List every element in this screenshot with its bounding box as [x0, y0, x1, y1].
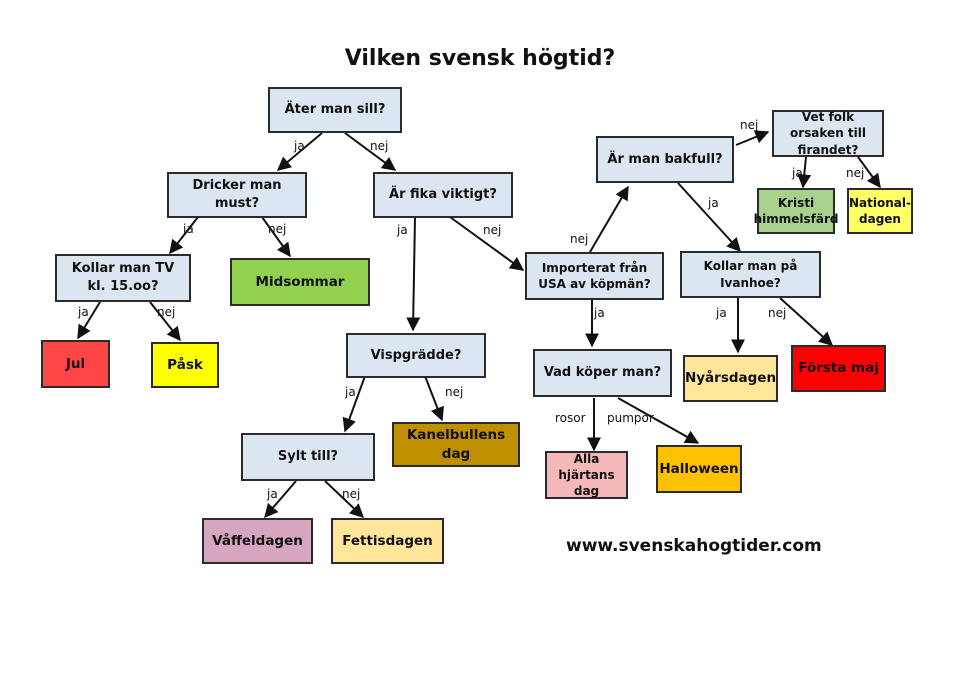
question-bakfull: Är man bakfull?: [596, 136, 734, 183]
answer-vaffeldagen: Våffeldagen: [202, 518, 313, 564]
edge-orsak-nej: [857, 156, 881, 189]
edge-bakfull-nej: [735, 130, 770, 146]
question-kollar-tv: Kollar man TV kl. 15.oo?: [55, 254, 191, 302]
question-sylt-till: Sylt till?: [241, 433, 375, 481]
edge-ivanhoe-nej: [779, 297, 834, 346]
edge-sylt-nej: [324, 480, 365, 518]
edge-label-ja: ja: [594, 306, 605, 320]
edge-must-ja: [169, 216, 199, 255]
edge-label-ja: ja: [397, 223, 408, 237]
question-vispgradde: Vispgrädde?: [346, 333, 486, 378]
edge-label-pumpor: pumpor: [607, 411, 654, 425]
question-koper: Vad köper man?: [533, 349, 672, 397]
answer-fettisdagen: Fettisdagen: [331, 518, 444, 564]
edge-fika-ja: [406, 216, 421, 332]
answer-halloween: Halloween: [656, 445, 742, 493]
edge-label-ja: ja: [78, 305, 89, 319]
answer-kanelbullens: Kanelbullens dag: [392, 422, 520, 467]
question-orsaken: Vet folk orsaken till firandet?: [772, 110, 884, 157]
answer-hjartans: Alla hjärtans dag: [545, 451, 628, 499]
question-dricker-must: Dricker man must?: [167, 172, 307, 218]
edge-label-nej: nej: [342, 487, 361, 501]
diagram-title: Vilken svensk högtid?: [344, 46, 616, 71]
website-url: www.svenskahogtider.com: [566, 536, 822, 556]
edge-must-nej: [261, 216, 291, 258]
edge-orsak-ja: [797, 156, 812, 189]
edge-label-nej: nej: [445, 385, 464, 399]
edge-label-nej: nej: [370, 139, 389, 153]
question-importerat: Importerat från USA av köpmän?: [525, 252, 664, 300]
edge-tv-ja: [77, 301, 101, 340]
edge-label-nej: nej: [157, 305, 176, 319]
edge-koper-pumpor: [617, 397, 700, 444]
answer-midsommar: Midsommar: [230, 258, 370, 306]
edge-visp-ja: [342, 375, 366, 433]
edge-import-nej: [589, 185, 629, 253]
answer-jul: Jul: [41, 340, 110, 388]
answer-kristi: Kristi himmelsfärd: [754, 188, 838, 234]
edge-label-ja: ja: [183, 222, 194, 236]
question-ivanhoe: Kollar man på Ivanhoe?: [680, 251, 821, 298]
edge-label-ja: ja: [716, 306, 727, 320]
edge-label-ja: ja: [294, 139, 305, 153]
edge-label-nej: nej: [268, 222, 287, 236]
edge-label-rosor: rosor: [555, 411, 586, 425]
edge-sill-ja: [276, 132, 323, 171]
answer-forsta-maj: Första maj: [791, 345, 886, 392]
edge-label-ja: ja: [792, 166, 803, 180]
edge-label-ja: ja: [345, 385, 356, 399]
edge-sill-nej: [344, 132, 397, 171]
edge-tv-nej: [149, 301, 181, 342]
edge-visp-nej: [424, 375, 444, 422]
answer-pask: Påsk: [151, 342, 219, 388]
edge-sylt-ja: [264, 480, 297, 519]
question-ater-sill: Äter man sill?: [268, 87, 402, 133]
edge-fika-nej: [449, 216, 525, 271]
edge-bakfull-ja: [677, 182, 741, 253]
answer-nyarsdagen: Nyårsdagen: [683, 355, 778, 402]
edge-label-nej: nej: [768, 306, 787, 320]
edge-label-ja: ja: [708, 196, 719, 210]
answer-nationaldagen: National-dagen: [847, 188, 913, 234]
edge-label-nej: nej: [846, 166, 865, 180]
question-fika-viktigt: Är fika viktigt?: [373, 172, 513, 218]
edge-label-nej: nej: [570, 232, 589, 246]
edge-label-nej: nej: [740, 118, 759, 132]
edge-label-ja: ja: [267, 487, 278, 501]
edge-label-nej: nej: [483, 223, 502, 237]
